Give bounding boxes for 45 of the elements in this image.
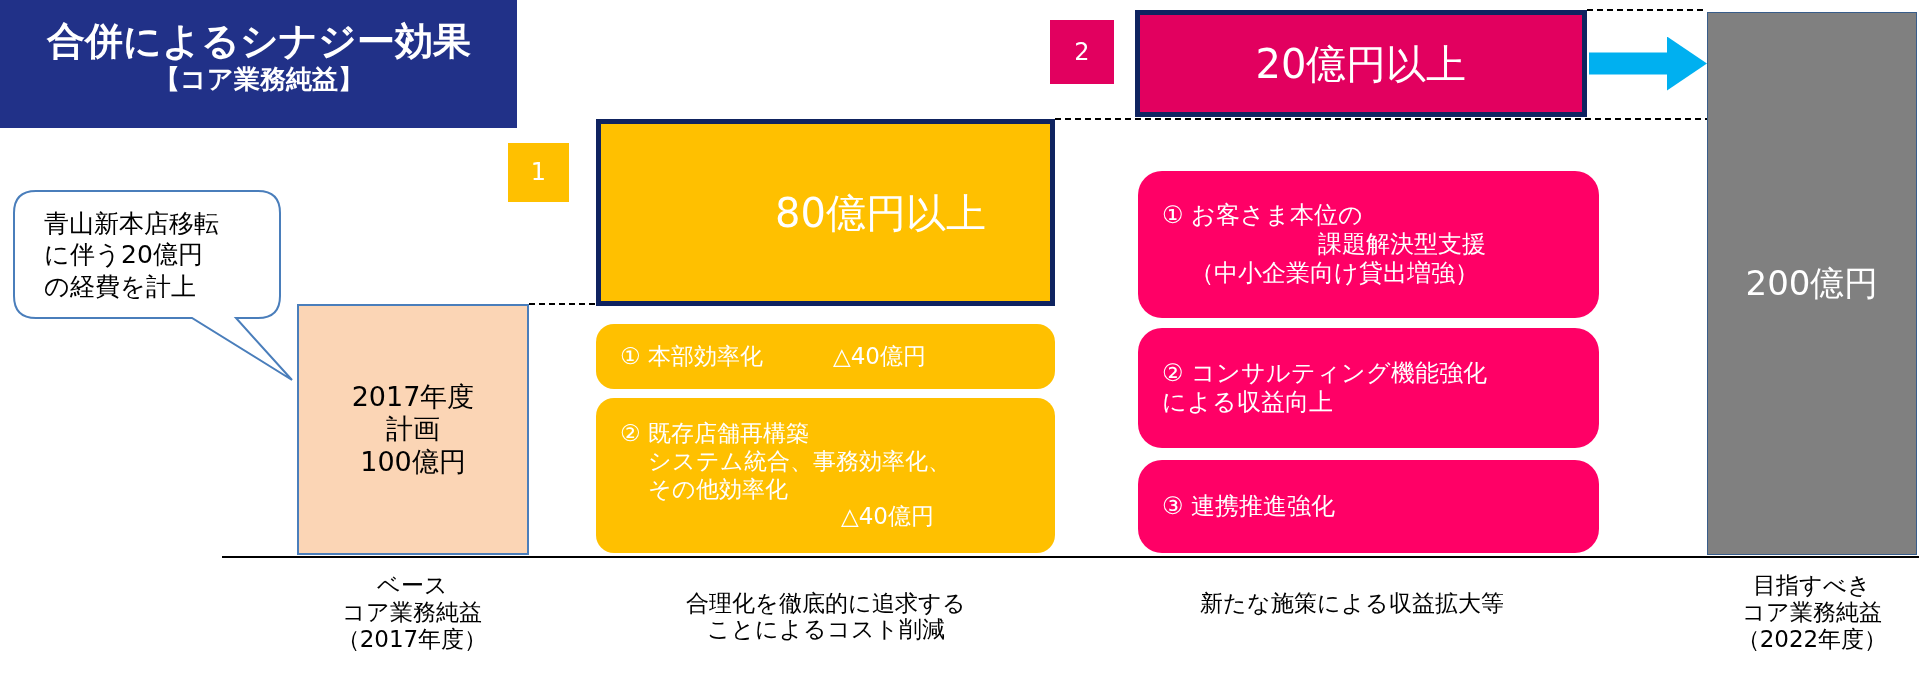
- item-box: [596, 324, 1055, 389]
- box-text: 課題解決型支援: [1318, 230, 1486, 259]
- dashed-connector: [528, 303, 597, 305]
- column-caption: コア業務純益: [1741, 599, 1883, 626]
- column-caption: ベース: [375, 572, 449, 599]
- box-text: 1: [530, 158, 547, 187]
- box-text: △40億円: [832, 342, 926, 371]
- item-box: [1138, 460, 1599, 553]
- box-text: ① お客さま本位の: [1162, 201, 1364, 231]
- item-box: [1138, 328, 1599, 448]
- column-caption: 新たな施策による収益拡大等: [1199, 590, 1505, 617]
- box-text: 80億円以上: [775, 188, 986, 237]
- box-text: （中小企業向け貸出増強）: [1190, 258, 1479, 288]
- target-bar: [1707, 12, 1917, 555]
- box-text: 合併によるシナジー効果: [46, 18, 471, 65]
- column-caption: 合理化を徹底的に追求することによるコスト削減: [685, 590, 967, 643]
- box-text: ② 既存店舗再構築: [620, 420, 809, 448]
- box-text: 20億円以上: [1255, 39, 1467, 88]
- column-caption: （2017年度）: [335, 626, 489, 653]
- box-text: 100億円: [360, 445, 466, 479]
- increase-bar: [596, 119, 1055, 306]
- number-badge: [508, 143, 569, 202]
- box-text: 計画: [386, 413, 440, 446]
- box-text: 200億円: [1745, 263, 1879, 304]
- item-box: [596, 398, 1055, 553]
- box-text: システム統合、事務効率化、その他効率化: [648, 447, 952, 504]
- base-bar: [297, 304, 529, 555]
- title-banner: [0, 0, 517, 128]
- increase-bar: [1135, 10, 1587, 117]
- column-caption: 目指すべき: [1752, 572, 1872, 599]
- box-text: 2: [1074, 37, 1090, 67]
- column-caption: （2022年度）: [1735, 626, 1889, 653]
- dashed-connector: [1054, 118, 1708, 120]
- item-box: [1138, 171, 1599, 318]
- box-text: △40億円: [841, 503, 934, 531]
- box-text: ③ 連携推進強化: [1162, 492, 1336, 521]
- speech-bubble: [12, 190, 294, 384]
- box-text: ② コンサルティング機能強化による収益向上: [1162, 359, 1489, 417]
- box-text: 【コア業務純益】: [153, 64, 364, 96]
- box-text: ① 本部効率化: [620, 342, 763, 371]
- box-text: 青山新本店移転に伴う20億円の経費を計上: [44, 208, 220, 302]
- column-caption: コア業務純益: [341, 599, 483, 626]
- block-arrow: [1589, 36, 1707, 91]
- number-badge: [1050, 20, 1114, 84]
- box-text: 2017年度: [351, 380, 475, 414]
